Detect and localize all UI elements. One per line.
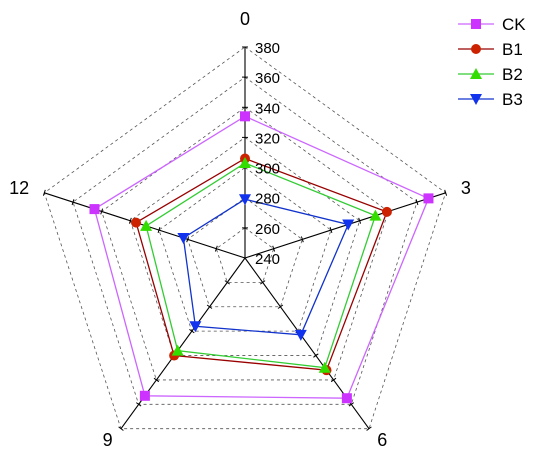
r-tick-label: 300 — [255, 161, 280, 178]
series-B2 — [140, 157, 382, 373]
data-point-CK-3 — [423, 193, 434, 204]
grid-ring-280 — [187, 197, 303, 308]
data-point-B3-0 — [239, 194, 251, 206]
data-point-B1-3 — [381, 206, 392, 217]
axis-tick — [329, 227, 333, 234]
data-point-B2-3 — [369, 209, 382, 221]
axis-tick — [300, 236, 304, 243]
r-tick-label: 360 — [255, 70, 280, 87]
data-point-B2-0 — [239, 157, 251, 169]
axis-tick — [128, 217, 132, 224]
legend-item-B2: B2 — [458, 65, 523, 84]
legend-item-CK: CK — [458, 15, 526, 34]
series-line-CK — [93, 115, 430, 399]
data-point-B2-6 — [318, 361, 331, 373]
legend-label: B3 — [502, 90, 523, 109]
grid-ring-300 — [158, 167, 332, 332]
axis-label-9: 9 — [103, 430, 113, 450]
axis-tick — [366, 426, 372, 431]
axis-tick — [186, 236, 190, 243]
legend-box — [452, 8, 542, 116]
axis-tick — [206, 304, 213, 309]
legend-label: B2 — [502, 65, 523, 84]
legend-label: CK — [502, 15, 526, 34]
axis-tick — [100, 208, 104, 215]
axis-tick — [444, 189, 448, 196]
axis-tick — [330, 377, 337, 383]
axis-tick — [277, 304, 284, 309]
series-layer — [89, 111, 434, 404]
axis-tick — [348, 402, 354, 407]
axis-tick — [214, 245, 218, 252]
legend-marker-CK — [471, 19, 481, 29]
axis-spoke-3 — [244, 192, 446, 259]
data-point-CK-0 — [240, 111, 250, 122]
axis-spoke-9 — [120, 257, 246, 430]
legend-marker-B3 — [470, 94, 482, 105]
series-line-B1 — [135, 157, 388, 371]
data-point-CK-12 — [89, 204, 100, 215]
r-tick-label: 280 — [255, 191, 280, 208]
r-tick-label: 240 — [255, 251, 280, 268]
legend-item-B3: B3 — [458, 90, 523, 109]
grid-ring-380 — [43, 46, 447, 430]
axis-tick — [42, 189, 46, 196]
axis-labels: 0 3 6 9 12 — [9, 9, 471, 450]
axis-tick — [136, 402, 142, 407]
radial-tick-labels: 240 260 280 300 320 340 360 380 — [255, 40, 280, 268]
series-line-B2 — [145, 162, 377, 369]
data-point-B3-12 — [177, 232, 190, 244]
data-point-CK-6 — [341, 393, 352, 404]
r-tick-label: 340 — [255, 100, 280, 117]
axis-tick — [313, 353, 319, 358]
axis-tick — [118, 426, 124, 431]
axis-tick — [358, 217, 362, 224]
legend-label: B1 — [502, 40, 523, 59]
axis-tick — [260, 280, 266, 285]
data-point-B1-12 — [131, 217, 142, 228]
axis-label-0: 0 — [240, 9, 250, 29]
legend-marker-B2 — [470, 68, 482, 79]
series-line-B3 — [182, 198, 350, 336]
axis-label-3: 3 — [461, 178, 471, 198]
axis-tick — [157, 227, 161, 234]
data-point-B3-9 — [189, 321, 202, 333]
data-point-CK-9 — [139, 390, 150, 401]
r-tick-label: 260 — [255, 221, 280, 238]
axis-label-6: 6 — [377, 430, 387, 450]
axis-tick — [415, 199, 419, 206]
axis-tick — [189, 328, 195, 334]
data-point-B3-3 — [342, 219, 355, 231]
axis-tick — [71, 199, 75, 206]
r-tick-label: 380 — [255, 40, 280, 57]
legend-marker-B1 — [471, 44, 481, 54]
axis-tick — [224, 280, 230, 285]
grid-ring-320 — [129, 136, 361, 356]
data-point-B3-6 — [294, 329, 307, 341]
grid-ring-340 — [101, 106, 389, 381]
axes — [42, 46, 448, 431]
series-B3 — [177, 194, 355, 341]
axis-tick — [272, 245, 276, 252]
data-point-B2-12 — [140, 219, 153, 231]
legend-item-B1: B1 — [458, 40, 523, 59]
axis-label-12: 12 — [9, 178, 29, 198]
grid — [43, 46, 447, 430]
axis-tick — [153, 377, 160, 383]
r-tick-label: 320 — [255, 130, 280, 147]
series-CK — [89, 111, 434, 404]
data-point-B2-9 — [171, 344, 184, 356]
